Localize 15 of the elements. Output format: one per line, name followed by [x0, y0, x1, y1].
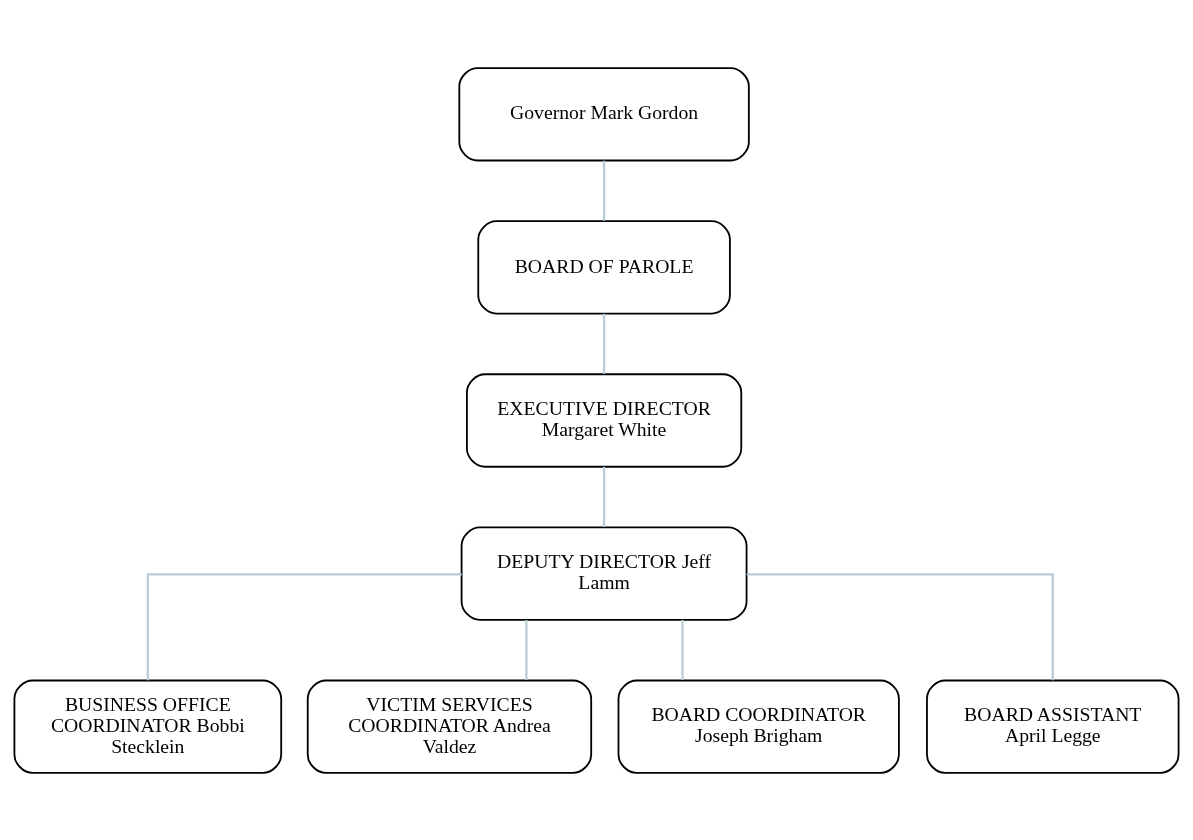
node-box: EXECUTIVE DIRECTOR Margaret White: [465, 372, 743, 468]
connector: [746, 572, 1054, 680]
node-box: Governor Mark Gordon: [458, 66, 750, 161]
node-box: BOARD OF PAROLE: [477, 219, 731, 315]
node-box: VICTIM SERVICES COORDINATOR Andrea Valdez: [306, 679, 593, 774]
connector: [525, 619, 528, 680]
node-box: DEPUTY DIRECTOR Jeff Lamm: [460, 525, 748, 621]
connector: [681, 619, 684, 680]
connector: [602, 466, 606, 527]
connector: [602, 313, 606, 374]
connector: [146, 572, 462, 680]
node-box: BUSINESS OFFICE COORDINATOR Bobbi Stecklein: [13, 679, 283, 774]
connector: [602, 160, 606, 221]
node-box: BOARD ASSISTANT April Legge: [926, 679, 1180, 774]
node-box: BOARD COORDINATOR Joseph Brigham: [617, 679, 900, 774]
